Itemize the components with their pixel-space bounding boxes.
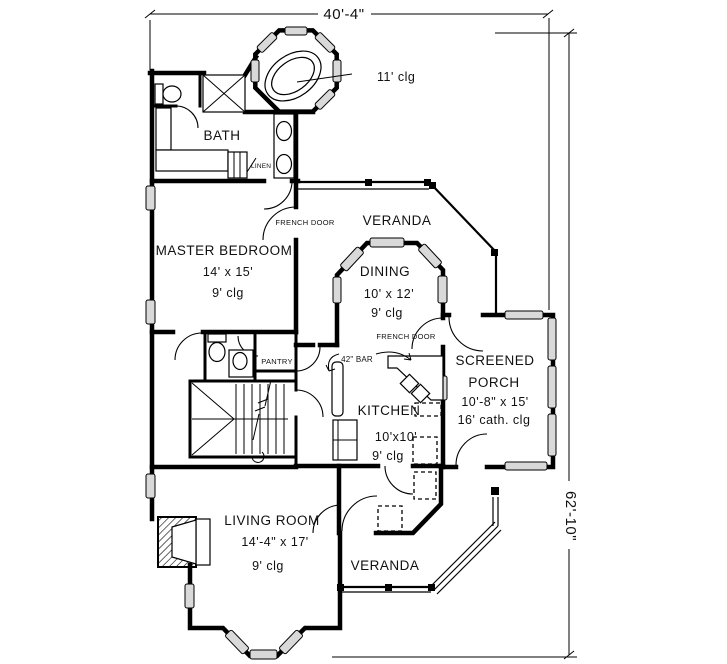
window — [184, 583, 195, 609]
annotation-leaders — [296, 73, 412, 372]
sink — [275, 153, 293, 175]
bar-arrow-right — [375, 351, 412, 361]
powder-room-fixtures — [207, 333, 254, 378]
porch-post — [365, 179, 372, 186]
labels: 11' clg BATH LINEN MASTER BEDROOM 14' x … — [156, 70, 534, 573]
window — [145, 185, 156, 211]
kitchen-ceiling: 9' clg — [372, 449, 404, 463]
bay-window — [279, 629, 303, 655]
bar-arrow-left — [325, 353, 340, 372]
porch-post — [491, 487, 499, 495]
sink — [232, 351, 248, 371]
linen-label: LINEN — [251, 163, 271, 170]
turret-window — [250, 59, 260, 83]
french-door-upper-label: FRENCH DOOR — [275, 218, 334, 227]
living-room-ceiling: 9' clg — [252, 559, 284, 573]
french-door-lower-label: FRENCH DOOR — [376, 332, 435, 341]
porch-post — [337, 584, 344, 591]
screened-porch-size: 10'-8" x 15' — [461, 395, 528, 409]
porch-screen — [504, 461, 548, 471]
screened-porch-label-2: PORCH — [468, 375, 519, 390]
screened-porch-label-1: SCREENED — [455, 353, 534, 368]
turret-window — [332, 59, 342, 83]
kitchen-size: 10'x10' — [375, 430, 417, 444]
veranda-bottom-label: VERANDA — [351, 558, 420, 573]
tower-ceiling-label: 11' clg — [377, 70, 415, 84]
bath-fixtures — [154, 50, 322, 179]
porch-screen — [504, 310, 544, 320]
linen-closet — [227, 151, 248, 179]
kitchen-fixtures — [331, 355, 444, 532]
ceiling-leader-line — [296, 73, 353, 83]
door-swings — [174, 105, 488, 534]
bath-counter — [155, 149, 229, 172]
refrigerator — [412, 436, 438, 465]
bay-window — [369, 237, 405, 248]
dimension-lines: 40'-4" 62'-10" — [144, 6, 579, 660]
bay-window — [437, 275, 448, 304]
staircase — [191, 379, 288, 463]
bay-window — [340, 246, 364, 272]
kitchen-sink — [399, 373, 420, 394]
dining-ceiling: 9' clg — [371, 306, 403, 320]
kitchen-label: KITCHEN — [358, 403, 421, 418]
porch-screen — [547, 365, 557, 409]
living-room-label: LIVING ROOM — [224, 513, 320, 528]
overall-width-dimension: 40'-4" — [323, 6, 364, 23]
bay-window — [332, 276, 342, 304]
porch-screen — [547, 317, 557, 361]
porch-post — [428, 584, 435, 591]
bay-window — [225, 629, 249, 655]
bar-counter — [331, 361, 344, 417]
porch-post — [491, 249, 498, 256]
porch-post — [385, 584, 392, 591]
bath-label: BATH — [203, 128, 240, 143]
turret-window — [284, 26, 308, 36]
master-bedroom-label: MASTER BEDROOM — [156, 243, 293, 258]
dining-label: DINING — [360, 264, 410, 279]
fireplace — [157, 516, 211, 568]
window — [145, 299, 156, 325]
veranda-top-label: VERANDA — [363, 213, 432, 228]
sink — [275, 120, 293, 142]
screened-porch-ceiling: 16' cath. clg — [458, 413, 531, 427]
toilet — [154, 83, 164, 105]
kitchen-sink — [410, 383, 431, 404]
toilet — [208, 341, 226, 363]
upper-cabinet — [414, 402, 442, 417]
porch-screen — [547, 413, 557, 457]
toilet — [207, 333, 227, 343]
appliance — [413, 471, 437, 500]
porch-post — [429, 182, 436, 189]
turret-window — [314, 89, 336, 110]
veranda-railings — [298, 179, 502, 595]
overall-height-dimension: 62'-10" — [562, 491, 579, 541]
bathtub-rim — [271, 56, 315, 96]
pantry-label: PANTRY — [261, 357, 293, 366]
bay-window — [249, 649, 278, 660]
master-bedroom-size: 14' x 15' — [203, 265, 253, 279]
living-room-size: 14'-4" x 17' — [241, 535, 308, 549]
dining-size: 10' x 12' — [364, 287, 414, 301]
master-bedroom-ceiling: 9' clg — [212, 286, 244, 300]
toilet — [162, 85, 182, 103]
interior-walls — [150, 71, 298, 469]
bay-window — [418, 243, 442, 269]
stair-newel — [251, 451, 265, 463]
window — [145, 473, 156, 499]
kitchen-counter — [387, 355, 444, 401]
turret-window — [256, 32, 278, 53]
porch-post — [424, 179, 431, 186]
bath-counter — [155, 107, 172, 151]
turret-window — [314, 32, 336, 53]
bar-label: 42" BAR — [341, 355, 373, 364]
appliance — [377, 505, 403, 532]
